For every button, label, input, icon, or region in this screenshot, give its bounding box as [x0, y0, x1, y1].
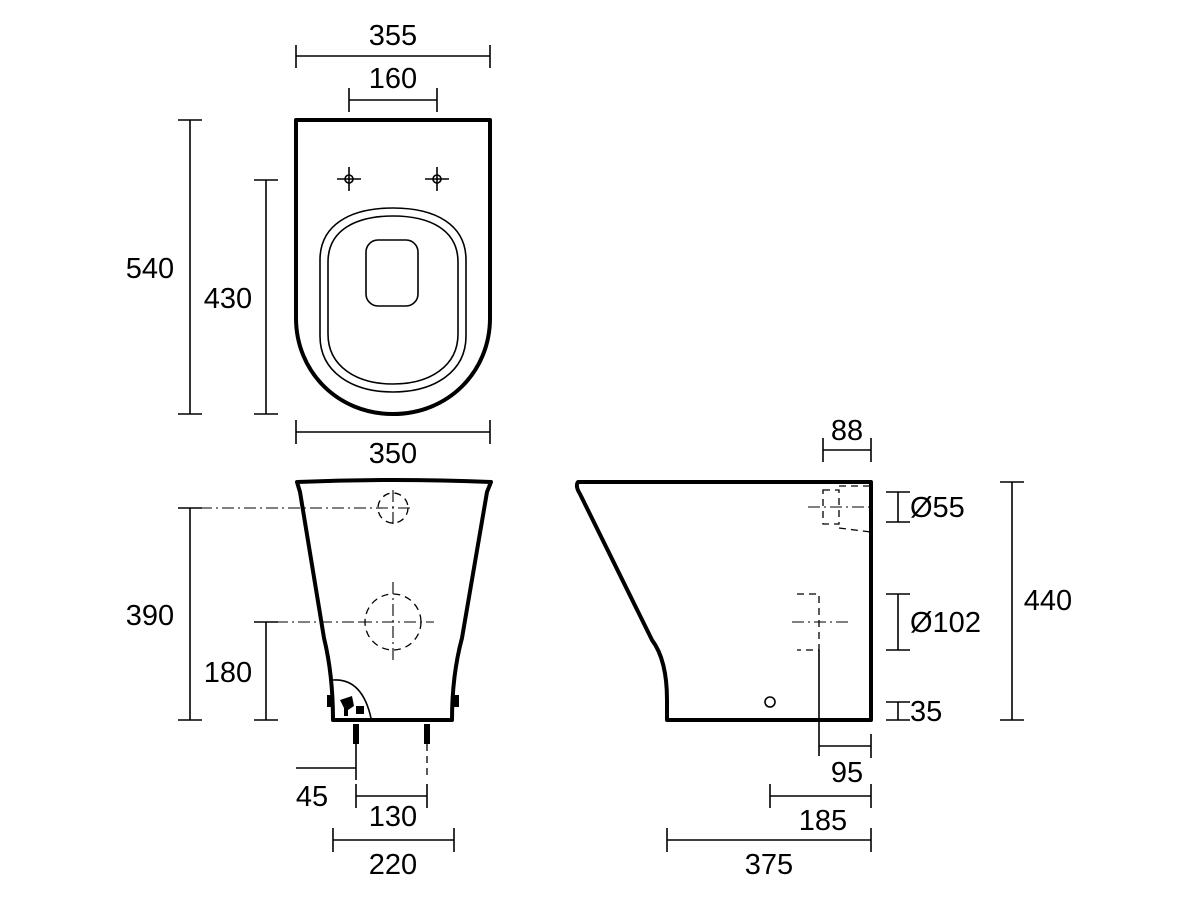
dimension-180: 180 [204, 621, 278, 721]
dimension-label: 375 [745, 849, 793, 881]
dimension-430: 430 [204, 179, 278, 415]
bowl-inner-line [327, 215, 459, 385]
dimension-355: 355 [295, 20, 491, 68]
fixing-stud-right [424, 724, 430, 780]
dimension-label: 540 [126, 253, 174, 285]
side-outlet-detail [792, 593, 852, 651]
side-body-outline [574, 480, 873, 722]
dimension-label: 350 [369, 438, 417, 470]
bowl-rim [319, 207, 467, 393]
base-hole [764, 696, 776, 708]
dimension-label: 95 [831, 757, 863, 789]
bolt-left [327, 695, 333, 707]
fixing-bracket-icon [340, 696, 364, 716]
dimension-label: 45 [296, 781, 328, 813]
pan-outline [294, 118, 492, 416]
dimension-dia102: Ø102 [886, 593, 981, 651]
dimension-label: 88 [831, 415, 863, 447]
dimension-160: 160 [348, 63, 438, 112]
dimension-label: 430 [204, 283, 252, 315]
inlet-hole [376, 490, 410, 526]
bolt-right [453, 695, 459, 707]
dimension-95: 95 [818, 650, 872, 789]
dimension-220: 220 [332, 828, 455, 881]
dimension-540: 540 [126, 119, 202, 415]
side-view: 88 Ø55 Ø102 35 440 [574, 415, 1072, 881]
fixing-stud-left [353, 724, 359, 756]
water-outlet [365, 239, 419, 307]
top-view: 355 160 540 430 350 [126, 20, 492, 470]
dimension-440: 440 [1000, 481, 1072, 721]
dimension-185: 185 [769, 784, 872, 837]
dimension-label: 355 [369, 20, 417, 52]
dimension-label: Ø55 [910, 492, 965, 524]
side-inlet-detail [808, 485, 872, 533]
dimension-350: 350 [295, 420, 491, 470]
dimension-130: 130 [355, 784, 428, 833]
dimension-label: 185 [799, 805, 847, 837]
dimension-label: 440 [1024, 585, 1072, 617]
front-view: 390 180 45 130 220 [126, 478, 493, 881]
dimension-375: 375 [666, 828, 872, 881]
dimension-label: 160 [369, 63, 417, 95]
dimension-dia55: Ø55 [886, 491, 965, 524]
dimension-45: 45 [296, 756, 357, 813]
dimension-label: 390 [126, 600, 174, 632]
dimension-88: 88 [822, 415, 872, 462]
front-body-outline [295, 478, 493, 722]
fixing-cutaway [332, 679, 372, 719]
dimension-label: 35 [910, 696, 942, 728]
dimension-390: 390 [126, 507, 202, 721]
dimension-label: 130 [369, 801, 417, 833]
fixing-hole-left [337, 167, 361, 191]
fixing-hole-right [425, 167, 449, 191]
dimension-label: Ø102 [910, 607, 981, 639]
dimension-35: 35 [886, 696, 942, 728]
outlet-hole [360, 582, 434, 664]
dimension-label: 220 [369, 849, 417, 881]
dimension-label: 180 [204, 657, 252, 689]
